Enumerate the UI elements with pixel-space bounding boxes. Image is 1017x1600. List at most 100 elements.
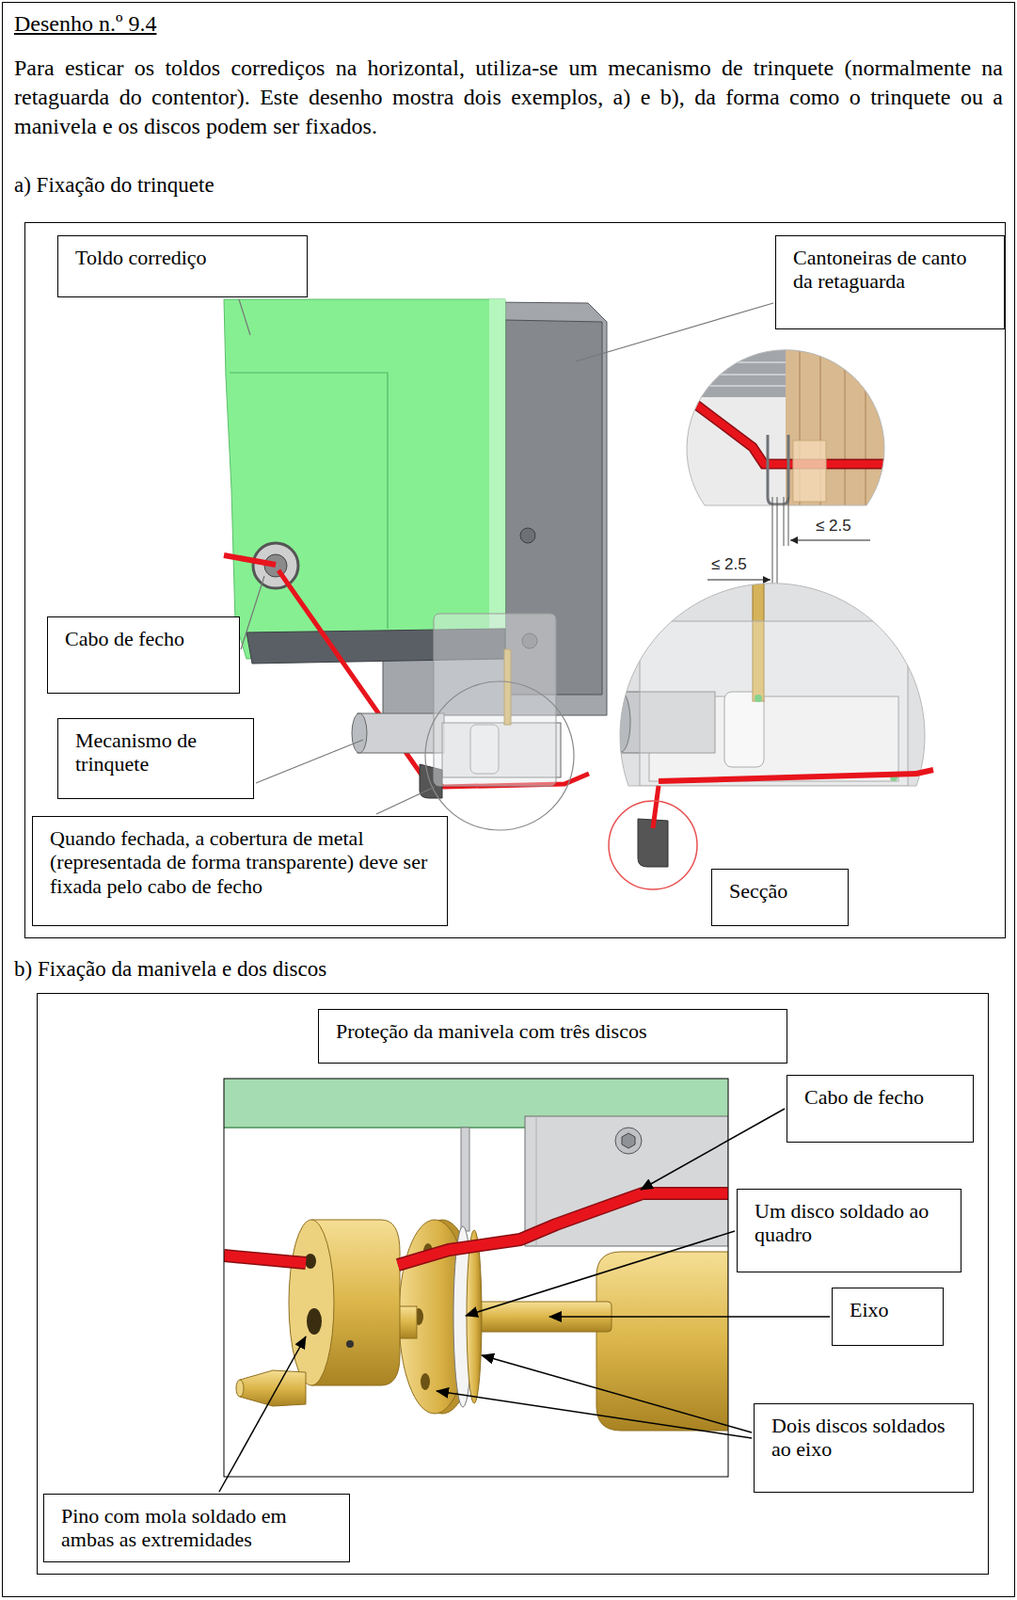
- clearance-detail-part: [707, 579, 771, 581]
- clearance-detail-part: [772, 496, 789, 584]
- crank-picture-part-part: [346, 1339, 354, 1348]
- dimension-label: ≤ 2.5: [711, 555, 747, 574]
- section-view-part-part: [639, 620, 908, 786]
- sliding-tarpaulin: [223, 299, 506, 664]
- crank-picture-part-part: [397, 1192, 729, 1265]
- callout-text: Mecanismo de trinquete: [75, 728, 237, 777]
- callout-box: Secção: [711, 868, 849, 926]
- section-view-part: [608, 800, 698, 890]
- crank-picture-part-part: [236, 1379, 244, 1397]
- note-box: Quando fechada, a cobertura de metal (re…: [31, 815, 448, 926]
- crank-picture-part-part: [420, 1372, 430, 1390]
- dimension-holder: ≤ 2.5: [711, 555, 747, 574]
- callout-box: Pino com mola soldado em ambas as extrem…: [43, 1493, 350, 1562]
- crank-picture: [223, 1078, 729, 1477]
- section-view-part-part: [611, 573, 932, 791]
- leader-lines-a-part: [240, 575, 265, 650]
- callout-box: Mecanismo de trinquete: [57, 717, 255, 799]
- callout-text: Um disco soldado ao quadro: [754, 1198, 944, 1247]
- callout-text: Secção: [729, 878, 831, 903]
- ratchet-mechanism-part: [357, 713, 445, 753]
- section-view-part: [611, 573, 932, 791]
- callout-text: Proteção da manivela com três discos: [335, 1018, 770, 1043]
- sliding-tarpaulin-part: [489, 299, 506, 650]
- leader-lines-a-part: [255, 739, 364, 783]
- rear-corner-plate-part: [520, 527, 536, 543]
- crank-picture-part-part: [596, 1251, 729, 1431]
- detail-circle-part: [425, 681, 574, 830]
- clearance-detail: [677, 338, 894, 584]
- crank-picture-part-part: [460, 1127, 470, 1231]
- example-panel: b) Fixação da manivela e dos discosProte…: [36, 992, 989, 1574]
- crank-picture-part-part: [615, 1127, 642, 1154]
- sliding-tarpaulin-part: [229, 372, 388, 629]
- section-view: [608, 573, 934, 890]
- leader-arrows-b-part: [219, 1335, 306, 1492]
- dimension-holder: ≤ 2.5: [815, 516, 852, 536]
- crank-picture-part: [223, 1078, 729, 1477]
- leader-arrows-b-part: [481, 1354, 752, 1432]
- closing-cable-part: [278, 570, 589, 787]
- clearance-detail-part-part: [696, 404, 885, 464]
- closing-cable-part: [223, 555, 276, 565]
- section-view-part: [916, 769, 934, 774]
- crank-picture-part-part: [397, 1192, 729, 1265]
- picture-title-box: Proteção da manivela com três discos: [317, 1008, 788, 1064]
- callout-text: Eixo: [849, 1297, 926, 1321]
- closing-cable: [223, 555, 589, 787]
- leader-lines-a-part: [575, 302, 774, 362]
- leader-arrows-b-part: [549, 1315, 830, 1318]
- callout-box: Um disco soldado ao quadro: [736, 1188, 962, 1272]
- ratchet-mechanism-part: [351, 713, 367, 753]
- panel-heading: a) Fixação do trinquete: [14, 172, 215, 199]
- callout-text: Cantoneiras de canto da retaguarda: [793, 245, 987, 294]
- clearance-detail-part-part: [696, 404, 885, 464]
- crank-picture-part-part: [621, 1132, 636, 1148]
- callout-box: Cantoneiras de canto da retaguarda: [775, 235, 1005, 330]
- eyelet-part: [253, 542, 299, 588]
- crank-picture-part-part: [223, 1255, 306, 1263]
- crank-picture-part-part: [306, 1307, 322, 1335]
- ratchet-mechanism: [351, 613, 561, 798]
- callout-text: Cabo de fecho: [804, 1084, 956, 1109]
- crank-picture-part-part: [288, 1219, 334, 1385]
- callout-box: Cabo de fecho: [47, 616, 240, 694]
- crank-picture-part-part: [304, 1253, 317, 1269]
- callout-box: Eixo: [831, 1287, 944, 1346]
- clearance-detail-part: [677, 338, 894, 510]
- callout-box: Toldo corrediço: [57, 235, 308, 298]
- callout-box: Dois discos soldados ao eixo: [753, 1402, 974, 1493]
- crank-picture-part: [223, 1078, 729, 1431]
- eyelet: [253, 542, 299, 588]
- crank-picture-part-part: [223, 1255, 306, 1263]
- section-view-part: [652, 785, 659, 828]
- note-text: Quando fechada, a cobertura de metal (re…: [49, 826, 430, 898]
- crank-picture-part-part: [239, 1369, 306, 1406]
- callout-text: Dois discos soldados ao eixo: [771, 1413, 956, 1462]
- detail-circle: [425, 681, 574, 830]
- clearance-detail-part-part: [767, 434, 789, 505]
- callout-box: Cabo de fecho: [786, 1074, 974, 1143]
- leader-arrows-b-part: [465, 1230, 735, 1316]
- leader-arrows-b: [219, 1108, 830, 1492]
- sliding-tarpaulin-part: [223, 299, 506, 659]
- clearance-detail-part: [790, 540, 871, 541]
- panel-heading: b) Fixação da manivela e dos discos: [14, 955, 327, 983]
- clearance-detail-part-part: [785, 349, 890, 510]
- dimension-label: ≤ 2.5: [815, 516, 852, 536]
- example-panel: a) Fixação do trinqueteToldo corrediçoCa…: [24, 222, 1006, 938]
- section-view-part: [619, 583, 925, 786]
- crank-picture-part-part: [466, 1229, 482, 1403]
- leader-lines-a-part: [376, 786, 435, 814]
- clearance-detail-part-part: [793, 440, 827, 502]
- crank-picture-part: [223, 1078, 729, 1477]
- section-view-part-part: [658, 773, 918, 781]
- leader-arrows-b-part: [436, 1390, 752, 1438]
- leader-arrows-b-part: [640, 1108, 785, 1190]
- clearance-detail-part: [686, 349, 885, 506]
- ratchet-mechanism-part: [433, 613, 557, 786]
- intro-paragraph: Para esticar os toldos corrediços na hor…: [14, 53, 1003, 142]
